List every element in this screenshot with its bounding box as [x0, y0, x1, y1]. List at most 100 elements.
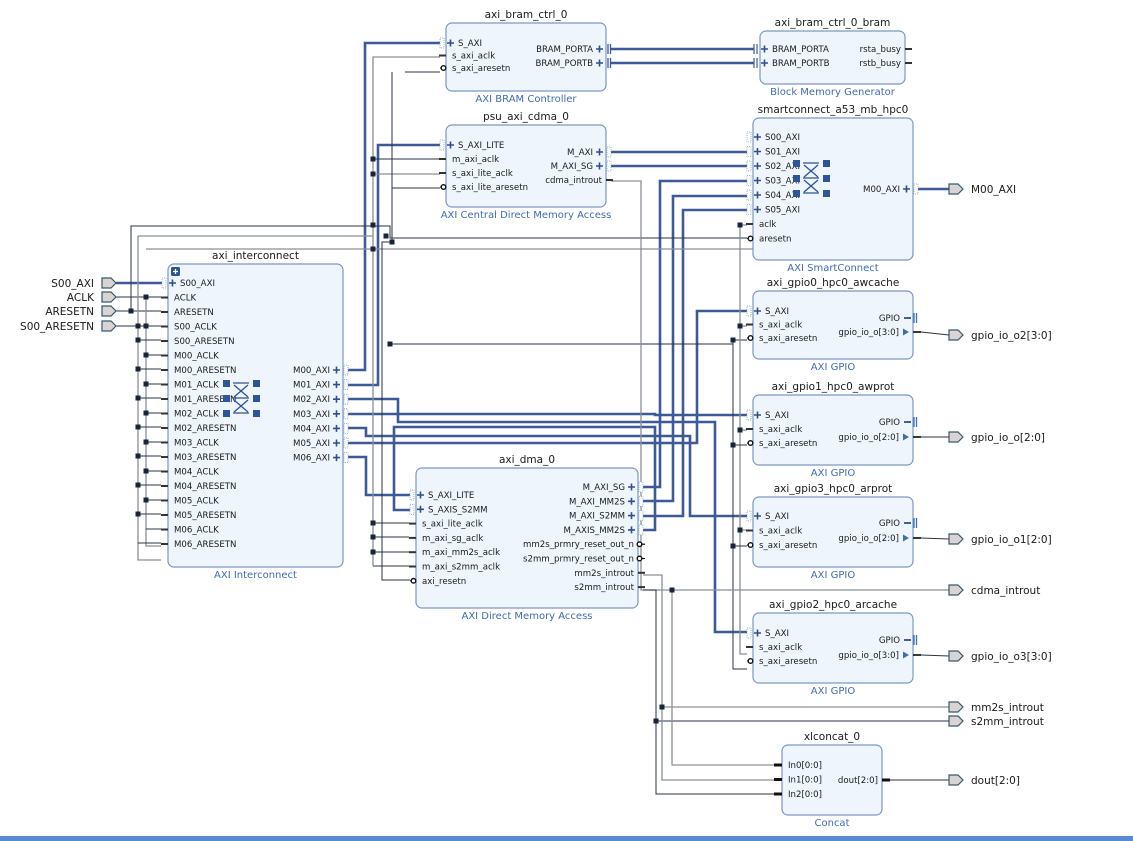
bus-expand-plus-icon[interactable] [447, 39, 454, 47]
cdma-introut-net[interactable] [611, 180, 949, 591]
port-gpio[interactable]: GPIO [879, 313, 918, 324]
gpio2-out[interactable] [920, 654, 950, 657]
gpio3-out[interactable] [920, 537, 950, 540]
bus-expand-plus-icon[interactable] [333, 439, 340, 447]
port-aclk[interactable]: aclk [746, 220, 776, 230]
bus-expand-plus-icon[interactable] [628, 526, 635, 534]
external-output-s2mm-introut[interactable]: s2mm_introut [948, 715, 1044, 728]
cdma-introut-concat[interactable] [643, 589, 949, 722]
block-body[interactable] [445, 124, 607, 208]
dma-m-axi-s2mm[interactable] [643, 208, 747, 518]
port-m01-aclk[interactable]: M01_ACLK [161, 381, 219, 391]
port-gpio[interactable]: GPIO [879, 417, 918, 428]
bus-expand-plus-icon[interactable] [333, 424, 340, 432]
mm2s-introut-net[interactable] [643, 574, 949, 708]
bus-expand-plus-icon[interactable] [596, 45, 603, 53]
port-m00-aclk[interactable]: M00_ACLK [161, 352, 219, 362]
bus-expand-plus-icon[interactable] [754, 177, 761, 184]
port-m-axi-sg[interactable]: M_AXI_SG [583, 481, 644, 493]
bus-expand-plus-icon[interactable] [596, 148, 603, 156]
port-in1-0-0-[interactable]: In1[0:0] [774, 776, 822, 786]
port-m06-aclk[interactable]: M06_ACLK [161, 526, 219, 536]
port-m05-axi[interactable]: M05_AXI [293, 437, 349, 449]
port-gpio-io-o-3-0-[interactable]: gpio_io_o[3:0] [838, 328, 921, 338]
port-m00-aresetn[interactable]: M00_ARESETN [161, 366, 237, 376]
bus-m03-to-gpio1[interactable] [348, 412, 747, 417]
port-m03-aresetn[interactable]: M03_ARESETN [161, 453, 237, 463]
port-in2-0-0-[interactable]: In2[0:0] [774, 790, 822, 800]
port-s02-axi[interactable]: S02_AXI [746, 160, 800, 172]
dma-axis-loopback[interactable] [392, 425, 657, 532]
port-mm2s-prmry-reset-out-n[interactable]: mm2s_prmry_reset_out_n [523, 540, 645, 550]
bus-expand-plus-icon[interactable] [761, 45, 768, 53]
port-m06-aresetn[interactable]: M06_ARESETN [161, 540, 237, 550]
port-m00-axi[interactable]: M00_AXI [293, 364, 349, 376]
port-gpio[interactable]: GPIO [879, 518, 918, 529]
bus-expand-plus-icon[interactable] [596, 59, 603, 67]
port-s-axi-aclk[interactable]: s_axi_aclk [439, 52, 495, 62]
port-s00-aclk[interactable]: S00_ACLK [161, 323, 217, 333]
port-bram-porta[interactable]: BRAM_PORTA [753, 44, 829, 55]
port-m03-aclk[interactable]: M03_ACLK [161, 439, 219, 449]
port-s-axi[interactable]: S_AXI [439, 37, 482, 49]
port-m-axi-aclk[interactable]: m_axi_aclk [439, 155, 499, 165]
port-s-axi-aresetn[interactable]: s_axi_aresetn [747, 541, 817, 551]
port-m01-aresetn[interactable]: M01_ARESETN [161, 395, 237, 405]
port-m02-axi[interactable]: M02_AXI [293, 393, 349, 405]
bus-expand-plus-icon[interactable] [333, 395, 340, 403]
port-bram-portb[interactable]: BRAM_PORTB [753, 58, 830, 69]
external-output-gpio-io-o-2-0-[interactable]: gpio_io_o[2:0] [948, 431, 1045, 444]
block-body[interactable] [752, 496, 914, 568]
gpio-clk-tree[interactable] [739, 225, 747, 655]
bus-expand-plus-icon[interactable] [903, 185, 910, 193]
port-m01-axi[interactable]: M01_AXI [293, 379, 349, 391]
port-aclk[interactable]: ACLK [161, 294, 197, 304]
external-output-dout-2-0-[interactable]: dout[2:0] [948, 774, 1020, 787]
port-s00-axi[interactable]: S00_AXI [161, 277, 215, 289]
port-m-axi-sg-aclk[interactable]: m_axi_sg_aclk [409, 534, 483, 544]
bus-expand-plus-icon[interactable] [333, 366, 340, 374]
gpio0-out[interactable] [920, 331, 950, 336]
port-bram-porta[interactable]: BRAM_PORTA [536, 44, 612, 55]
port-m-axi-s2mm[interactable]: M_AXI_S2MM [569, 510, 644, 522]
bus-expand-plus-icon[interactable] [761, 59, 768, 67]
bus-m01-to-cdma[interactable] [348, 143, 440, 387]
port-s03-axi[interactable]: S03_AXI [746, 175, 800, 187]
port-m04-aresetn[interactable]: M04_ARESETN [161, 482, 237, 492]
bus-expand-plus-icon[interactable] [417, 491, 424, 499]
port-in0-0-0-[interactable]: In0[0:0] [774, 761, 822, 771]
port-s00-axi[interactable]: S00_AXI [746, 131, 800, 143]
port-aresetn[interactable]: ARESETN [161, 308, 214, 318]
port-s-axi[interactable]: S_AXI [746, 627, 789, 639]
bus-m05-to-gpio0[interactable] [348, 309, 747, 445]
bus-expand-plus-icon[interactable] [754, 411, 761, 419]
port-cdma-introut[interactable]: cdma_introut [545, 176, 613, 186]
block-body[interactable] [445, 22, 607, 92]
concat-in2[interactable] [655, 721, 774, 795]
port-gpio-io-o-3-0-[interactable]: gpio_io_o[3:0] [838, 651, 921, 661]
bus-m04-to-gpio3[interactable] [348, 426, 747, 518]
port-m05-aclk[interactable]: M05_ACLK [161, 497, 219, 507]
port-s-axi-aresetn[interactable]: s_axi_aresetn [747, 657, 817, 667]
port-m-axis-mm2s[interactable]: M_AXIS_MM2S [563, 524, 644, 536]
port-m06-axi[interactable]: M06_AXI [293, 452, 349, 464]
bus-expand-plus-icon[interactable] [333, 410, 340, 418]
external-input-aclk[interactable]: ACLK [67, 291, 117, 304]
port-s-axi-aclk[interactable]: s_axi_aclk [746, 527, 802, 537]
port-s-axi-lite-aresetn[interactable]: s_axi_lite_aresetn [440, 183, 528, 193]
port-s-axi[interactable]: S_AXI [746, 510, 789, 522]
port-s00-aresetn[interactable]: S00_ARESETN [161, 337, 235, 347]
aresetn-to-smartconnect[interactable] [130, 225, 747, 311]
gpio-reset-tree[interactable] [732, 340, 747, 670]
port-s05-axi[interactable]: S05_AXI [746, 204, 800, 216]
port-m-axi-s2mm-aclk[interactable]: m_axi_s2mm_aclk [409, 563, 500, 573]
block-body[interactable] [752, 117, 914, 261]
port-axi-resetn[interactable]: axi_resetn [410, 577, 466, 587]
port-s-axi-aclk[interactable]: s_axi_aclk [746, 321, 802, 331]
